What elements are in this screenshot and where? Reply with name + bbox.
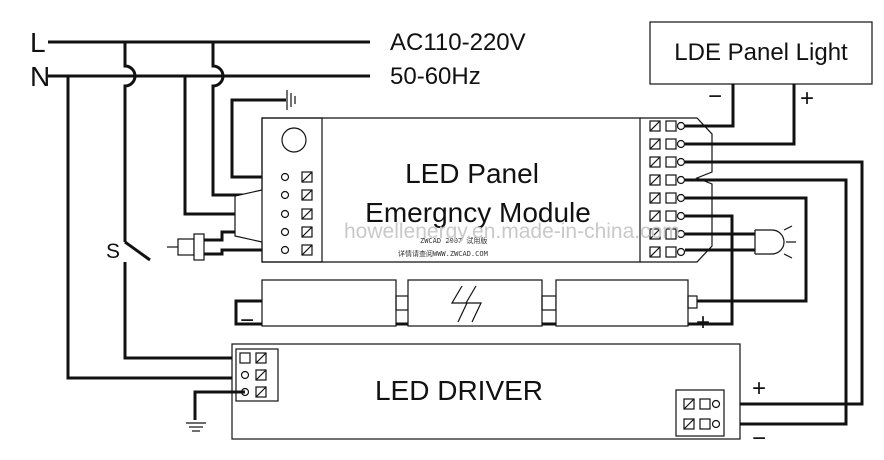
battery-minus-wire-a [685,214,734,307]
panel-light-minus: − [708,83,722,110]
panel-light-box [649,21,873,85]
panel-light-minus-wire [685,84,735,128]
battery-pack: − + [240,279,710,336]
battery-terminal [687,295,698,309]
test-switch-wire-bottom [204,248,280,256]
module-ground [230,90,296,179]
led-body [754,229,785,255]
switch-to-driver-wire [123,262,240,360]
test-switch-body [193,233,205,261]
voltage-label: AC110-220V [390,29,526,56]
mains-supply: L N AC110-220V 50-60Hz [30,27,526,92]
terminal [240,369,267,381]
module-cad-text-1: ZWCAD 2007 试用版 [420,236,487,245]
driver-minus-wire [685,178,848,426]
mains-drop-wires [66,42,280,380]
frequency-label: 50-60Hz [390,63,481,90]
terminal [649,228,686,240]
terminal [649,246,686,258]
battery-link-2 [541,295,557,311]
emergency-module: LED Panel Emergncy Module ZWCAD 2007 试用版… [234,117,713,263]
driver-ground [186,390,245,432]
driver-minus-label: − [752,425,766,452]
watermark: howellenergy.en.made-in-china.com [344,220,680,243]
module-line-wire [211,42,280,197]
terminal [683,398,721,410]
battery-minus-wire-b [234,299,734,326]
module-right-end [640,117,713,263]
terminal [240,386,267,398]
charge-indicator-led [754,225,796,259]
battery-plus-wire [685,196,808,303]
driver-plus-wire [685,160,864,406]
terminal [280,244,313,256]
panel-light-plus-wire [685,84,796,146]
driver-input-block [235,348,279,402]
terminal [649,120,686,132]
led-driver-body [231,343,741,440]
switch-blade [124,240,151,262]
panel-light: LDE Panel Light − + [649,21,873,112]
panel-light-title: LDE Panel Light [674,39,848,66]
driver-plus-label: + [752,375,766,402]
panel-light-plus: + [800,85,814,112]
battery-minus-label: − [240,307,254,334]
terminal [239,352,267,364]
module-right-wires [234,84,864,426]
led-driver-title: LED DRIVER [375,375,543,406]
led-ray [783,253,793,259]
led-ray [783,225,793,231]
ground-wire [230,98,286,179]
driver-neutral-wire [66,76,240,380]
neutral-label: N [30,61,50,92]
terminal [280,189,313,201]
module-indicator-led [281,127,307,153]
module-title-line1: LED Panel [405,158,539,189]
terminal [649,174,686,186]
module-cad-text-2: 详情请查阅WWW.ZWCAD.COM [398,249,488,258]
driver-ground-wire [193,390,245,420]
terminal [683,418,721,430]
module-right-terminals [649,120,686,258]
line-label: L [30,27,46,58]
switch-feed-wire [123,42,137,242]
switch-label: S [106,240,120,263]
module-left-terminals [280,171,313,256]
terminal [280,226,313,238]
terminal [649,210,686,222]
terminal [280,171,313,183]
terminal [280,208,313,220]
terminal [649,192,686,204]
module-left-terminal-area [261,117,323,263]
battery-link-1 [395,295,409,311]
wall-switch: S [106,240,240,360]
module-title-line2: Emergncy Module [365,197,591,228]
terminal [649,138,686,150]
led-driver: LED DRIVER + − [231,343,766,452]
battery-plus-label: + [696,309,710,336]
terminal [649,156,686,168]
battery-cell-2 [555,279,689,327]
battery-cell-1 [261,279,397,327]
test-switch-button [177,238,195,256]
fuse-icon [450,285,482,323]
